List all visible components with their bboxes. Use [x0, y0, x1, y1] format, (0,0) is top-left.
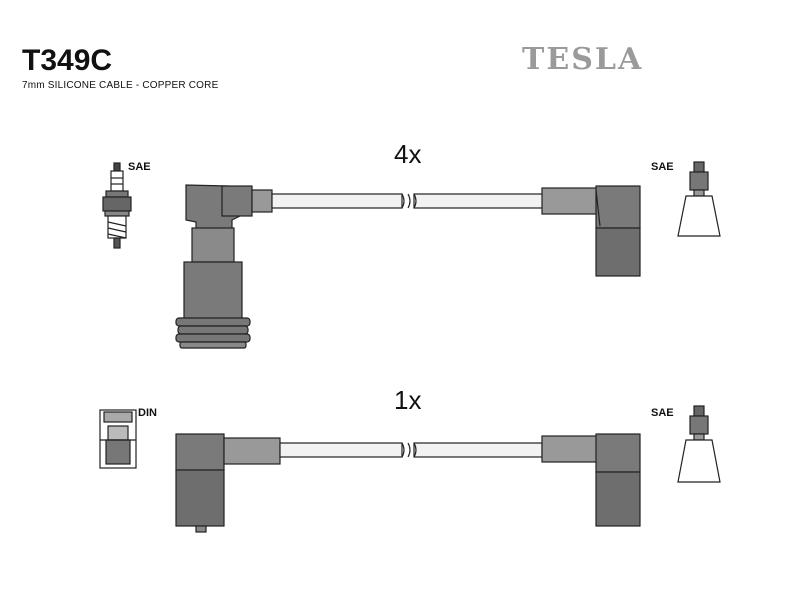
cable-description: 7mm SILICONE CABLE - COPPER CORE — [22, 80, 219, 91]
bottom-set-quantity: 1x — [394, 385, 422, 415]
bottom-right-terminal-label: SAE — [651, 407, 674, 419]
bottom-right-angled-boot — [541, 433, 641, 527]
top-left-terminal-label: SAE — [128, 161, 151, 173]
top-left-straight-boot — [175, 184, 273, 349]
top-right-angled-boot — [541, 185, 641, 277]
part-code: T349C — [22, 44, 113, 77]
sae-terminal-icon — [677, 161, 721, 237]
spark-plug-icon — [102, 162, 132, 249]
bottom-cable — [279, 442, 543, 458]
sae-terminal-icon — [677, 405, 721, 483]
top-cable — [271, 193, 545, 209]
top-set-quantity: 4x — [394, 139, 422, 169]
brand-logo: TESLA — [522, 42, 644, 77]
bottom-left-terminal-label: DIN — [138, 407, 157, 419]
top-right-terminal-label: SAE — [651, 161, 674, 173]
din-terminal-icon — [99, 409, 137, 469]
bottom-left-angled-boot — [175, 433, 281, 533]
